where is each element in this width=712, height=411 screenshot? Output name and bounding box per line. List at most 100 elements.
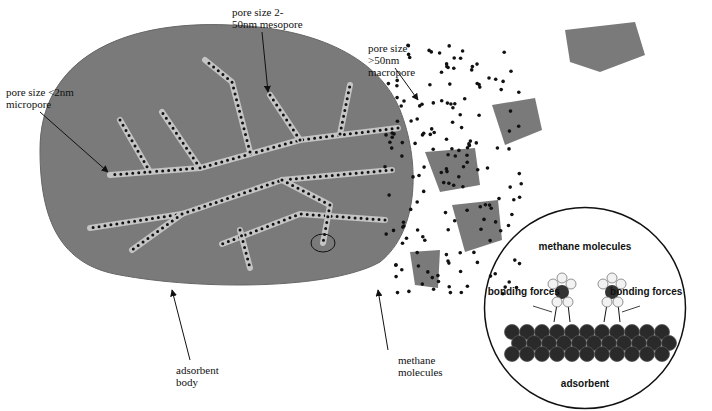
adsorbed-molecules [110, 128, 398, 175]
methane-dot [475, 62, 479, 66]
methane-dot [507, 147, 511, 151]
methane-dot [408, 56, 412, 60]
methane-dot [388, 140, 392, 144]
methane-dot [447, 44, 451, 48]
methane-dot [426, 270, 430, 274]
methane-dot [461, 49, 465, 53]
adsorbent-atom [550, 347, 565, 362]
methane-dot [518, 172, 522, 176]
hydrogen-atom [566, 279, 576, 289]
adsorbed-molecules [120, 120, 150, 172]
methane-dot [451, 120, 455, 124]
force-label: bonding forces [488, 286, 560, 297]
adsorbent-atom [520, 347, 535, 362]
adsorbed-molecules [132, 214, 182, 250]
methane-dot [502, 50, 506, 54]
adsorbent-atom [640, 347, 655, 362]
methane-dot [494, 77, 498, 81]
adsorbed-molecules [270, 95, 300, 140]
hydrogen-atom [557, 273, 567, 283]
pore-channel [132, 214, 182, 250]
adsorbent-atom [580, 347, 595, 362]
methane-dot [413, 142, 417, 146]
methane-dot [392, 229, 396, 233]
methane-dot [453, 219, 457, 223]
methane-dot [431, 148, 435, 152]
methane-dot [489, 206, 493, 210]
methane-dot [384, 232, 388, 236]
adsorbed-molecules [222, 214, 385, 244]
methane-dot [402, 224, 406, 228]
methane-dot [457, 149, 461, 153]
methane-dot [394, 275, 398, 279]
methane-dot [395, 84, 399, 88]
methane-dot [421, 282, 425, 286]
methane-dot [445, 167, 449, 171]
methane-dot [475, 141, 479, 145]
adsorbent-atom [595, 347, 610, 362]
methane-dot [396, 120, 400, 124]
inset-circle: methane moleculesbonding forcesbonding f… [483, 206, 687, 410]
methane-dot [459, 270, 463, 274]
methane-dot [465, 161, 469, 165]
methane-dot [471, 65, 475, 69]
methane-dot [395, 96, 399, 100]
methane-dot [488, 239, 492, 243]
methane-dot [493, 272, 497, 276]
methane-dot [405, 236, 409, 240]
adsorbent-atom [610, 347, 625, 362]
hydrogen-atom [602, 297, 612, 307]
methane-dot [390, 146, 394, 150]
pore-channel [205, 60, 250, 152]
circle-border [485, 208, 686, 409]
methane-dot [445, 65, 449, 69]
methane-dot [518, 262, 522, 266]
pore-channel [340, 85, 350, 134]
pore-size-label: pore size 2-50nm mesopore [232, 6, 304, 30]
adsorbent-atom [625, 347, 640, 362]
methane-dot [453, 102, 457, 106]
methane-dot [402, 220, 406, 224]
adsorbent-fragment [410, 250, 440, 288]
adsorbent-fragment [565, 22, 645, 72]
methane-dot [394, 263, 398, 267]
methane-dots [383, 43, 523, 295]
adsorbent-fragment [425, 148, 480, 192]
methane-dot [479, 228, 483, 232]
methane-dot [461, 185, 465, 189]
methane-dot [452, 56, 456, 60]
force-label: bonding forces [610, 286, 682, 297]
methane-dot [428, 83, 432, 87]
methane-dot [450, 147, 454, 151]
methane-dot [387, 193, 391, 197]
methane-dot [395, 79, 399, 83]
methane-dot [460, 291, 464, 295]
methane-dot [454, 154, 458, 158]
pore-channel [162, 112, 200, 168]
methane-dot [507, 224, 511, 228]
methane-dot [447, 182, 451, 186]
pore-size-label: pore size >50nm macropore [368, 42, 440, 78]
methane-dot [484, 203, 488, 207]
methane-dot [402, 99, 406, 103]
hydrogen-atom [563, 297, 573, 307]
methane-dot [415, 251, 419, 255]
pore-size-label: pore size <2nm micropore [6, 86, 78, 110]
methane-dot [460, 126, 464, 130]
methane-dot [451, 106, 455, 110]
highlight-ring [311, 234, 335, 252]
methane-dot [432, 131, 436, 135]
methane-dot [438, 51, 442, 55]
methane-dot [510, 213, 514, 217]
methane-dot [400, 154, 404, 158]
methane-dot [463, 97, 467, 101]
adsorbent-atom [505, 347, 520, 362]
methane-dot [518, 196, 522, 200]
methane-dot [400, 268, 404, 272]
methane-dot [446, 228, 450, 232]
methane-dot [429, 133, 433, 137]
part-label: adsorbent body [176, 364, 232, 388]
methane-dot [452, 67, 456, 71]
methane-dot [509, 109, 513, 113]
